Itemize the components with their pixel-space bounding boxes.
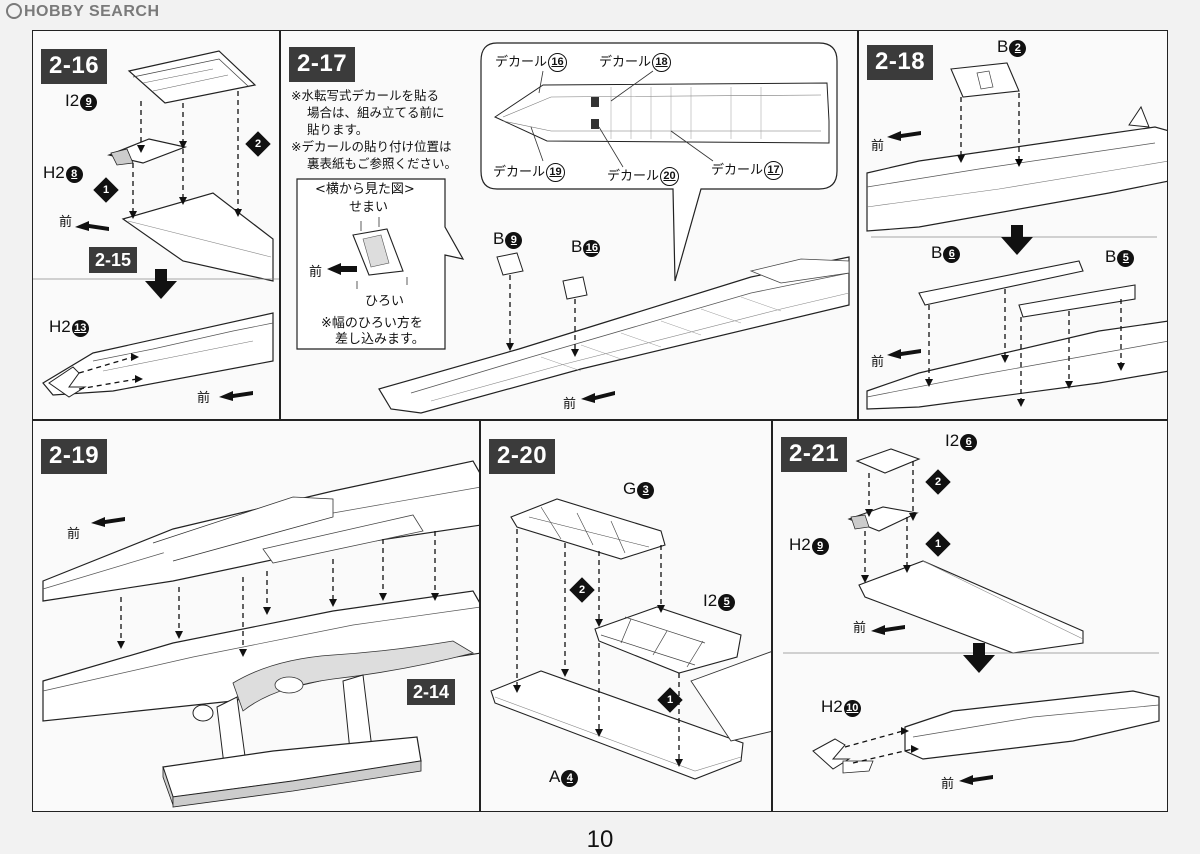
forward-label: 前 [871,355,885,370]
watermark-text: HOBBY SEARCH [24,3,160,20]
part-number-badge: 2 [1009,40,1027,57]
decal-number-badge: 16 [548,53,568,72]
decal-number-badge: 19 [546,163,566,182]
step-label: 2-20 [489,439,556,474]
header-bar: HOBBY SEARCH [0,0,1200,28]
next-stage-arrow-icon [963,643,995,673]
forward-label: 前 [563,397,577,412]
forward-label: 前 [197,391,211,406]
decal-note-line: 貼ります。 [307,122,369,137]
part-number-badge: 9 [811,538,829,555]
step-label: 2-17 [289,47,356,82]
next-stage-arrow-icon [145,269,177,299]
part-number-badge: 3 [637,482,655,499]
order-marker-1: 1 [93,177,119,203]
forward-label: 前 [941,777,955,792]
side-view-wide-label: ひろい [365,294,405,309]
decal-note-line: ※水転写式デカールを貼る [291,88,439,103]
part-number-badge: 16 [583,240,601,257]
page-number: 10 [586,826,614,853]
assembly-drawing-2-20 [490,498,771,780]
insert-note-line: ※幅のひろい方を [321,316,423,331]
panel-step-2-17: 2-17 ※水転写式デカールを貼る 場合は、組み立てる前に 貼ります。 ※デカー… [280,30,858,420]
order-marker-2: 2 [569,577,595,603]
decal-note-line: ※デカールの貼り付け位置は [291,139,452,154]
assembly-drawing-2-21 [783,448,1160,785]
part-number-badge: 13 [71,320,89,337]
part-number-badge: 6 [960,434,978,451]
order-marker-2: 2 [925,469,951,495]
assembly-drawing-2-16 [33,50,279,401]
part-number-badge: 9 [80,94,98,111]
forward-label: 前 [67,527,81,542]
panel-step-2-18: 2-18 [858,30,1168,420]
decal-number-badge: 18 [652,53,672,72]
panel-step-2-16: 2-16 [32,30,280,420]
next-stage-arrow-icon [1001,225,1033,255]
forward-label: 前 [309,265,323,280]
step-label: 2-16 [41,49,108,84]
reference-step-tag: 2-14 [407,679,456,705]
insert-note-line: 差し込みます。 [335,332,425,347]
side-view-title: <横から見た図> [315,182,415,197]
part-number-badge: 6 [943,246,961,263]
panel-step-2-20: 2-20 [480,420,772,812]
assembly-drawing-2-19 [42,460,479,808]
decal-number-badge: 20 [660,167,680,186]
part-number-badge: 4 [561,770,579,787]
panel-step-2-21: 2-21 [772,420,1168,812]
forward-label: 前 [59,215,73,230]
logo-mark-icon [6,3,22,19]
order-marker-1: 1 [925,531,951,557]
part-number-badge: 5 [1117,250,1135,267]
reference-step-tag: 2-15 [89,247,138,273]
side-view-narrow-label: せまい [349,200,389,215]
decal-note-line: 場合は、組み立てる前に [307,105,445,120]
part-number-badge: 8 [65,166,83,183]
decal-number-badge: 17 [764,161,784,180]
part-number-badge: 5 [718,594,736,611]
decal-note-line: 裏表紙もご参照ください。 [307,156,458,171]
step-label: 2-18 [867,45,934,80]
forward-label: 前 [871,139,885,154]
step-label: 2-19 [41,439,108,474]
step-label: 2-21 [781,437,848,472]
assembly-drawing-2-18 [866,62,1167,410]
order-marker-1: 1 [657,687,683,713]
part-number-badge: 9 [505,232,523,249]
order-marker-2: 2 [245,131,271,157]
part-number-badge: 10 [843,700,861,717]
watermark-logo: HOBBY SEARCH [6,3,160,21]
assembly-drawing-2-17 [296,42,850,414]
forward-label: 前 [853,621,867,636]
panel-step-2-19: 2-19 [32,420,480,812]
